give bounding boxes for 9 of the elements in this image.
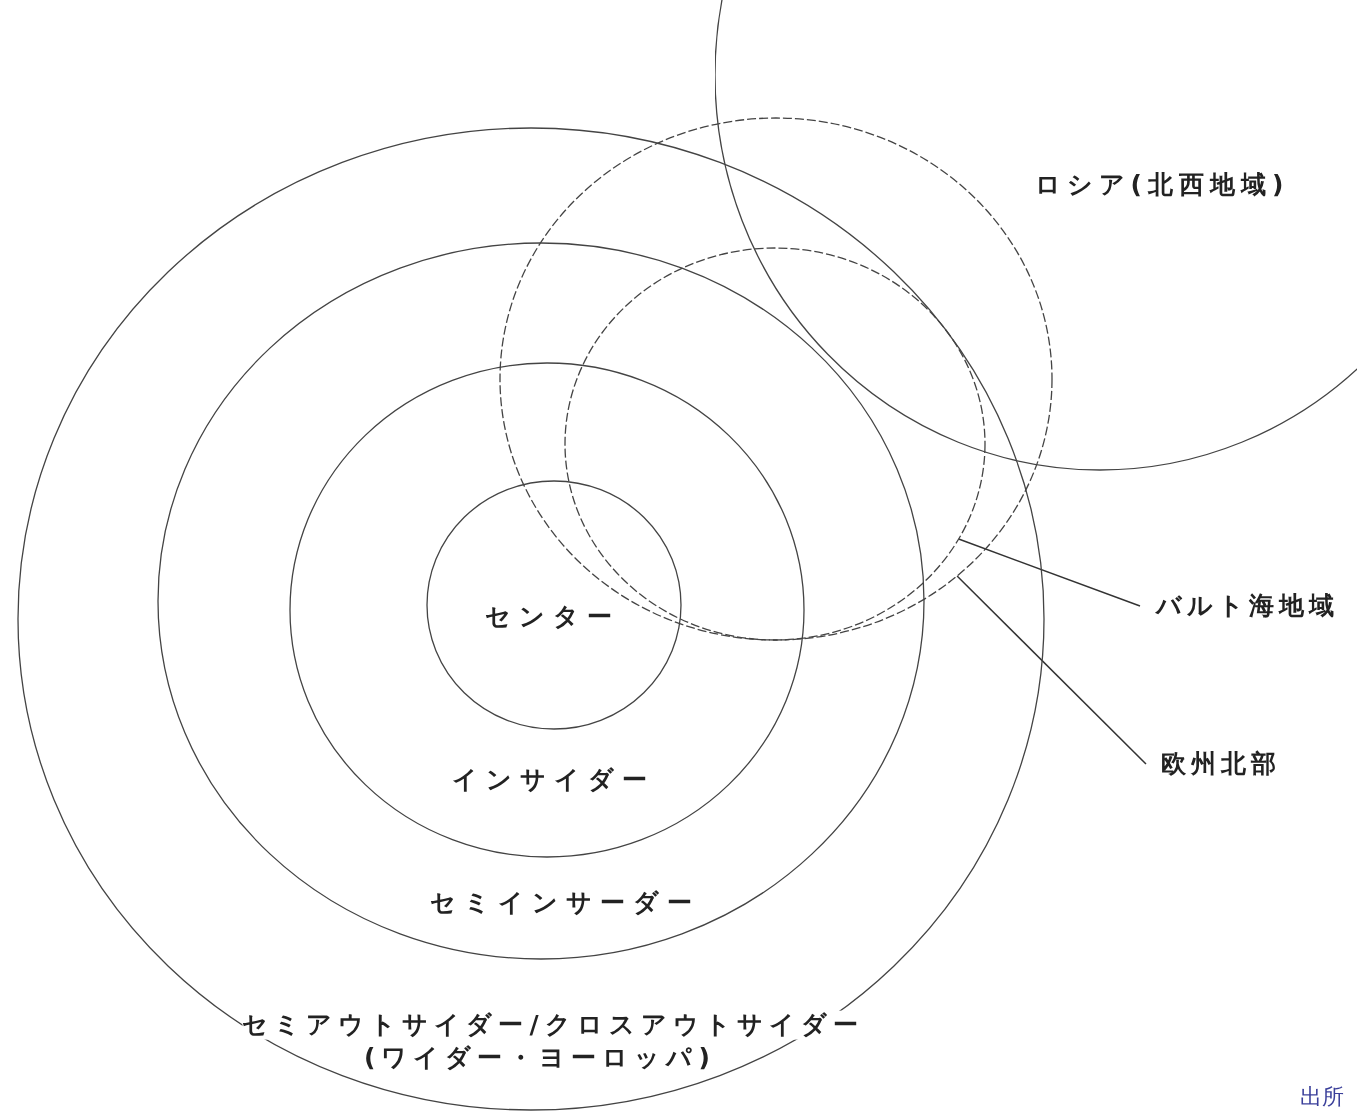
region-label: 欧州北部	[1161, 749, 1281, 779]
leader-line	[956, 575, 1147, 765]
source-note: 出所	[1300, 1083, 1344, 1111]
leader-line	[957, 538, 1141, 607]
region-label: バルト海地域	[1155, 591, 1339, 621]
ring-label: インサイダー	[451, 765, 655, 795]
ring-label: ロシア(北西地域)	[1034, 170, 1290, 200]
ring-label: セミインサーダー	[430, 888, 700, 918]
ring-label: センター	[484, 602, 620, 632]
